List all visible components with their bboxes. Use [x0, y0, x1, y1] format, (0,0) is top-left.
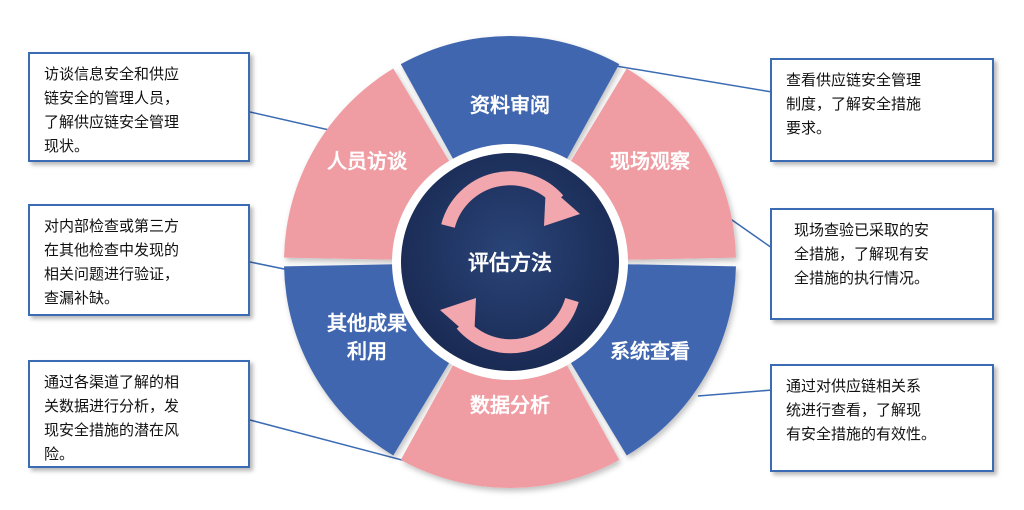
- note-document-review: 查看供应链安全管理 制度，了解安全措施 要求。: [770, 58, 994, 162]
- cycle-arrow-bottom-icon: [456, 297, 579, 354]
- note-line: 通过对供应链相关系: [786, 377, 922, 395]
- note-line: 查漏补缺。: [44, 289, 120, 307]
- note-line: 要求。: [786, 119, 832, 137]
- note-line: 现状。: [44, 137, 90, 155]
- note-line: 制度，了解安全措施: [786, 95, 922, 113]
- connector-people: [249, 111, 339, 133]
- note-line: 相关问题进行验证，: [44, 265, 180, 283]
- note-line: 在其他检查中发现的: [44, 241, 180, 259]
- note-line: 查看供应链安全管理: [786, 71, 922, 89]
- segment-label-data: 数据分析: [470, 393, 550, 417]
- note-line: 现场查验已采取的安: [794, 221, 930, 239]
- cycle-arrows: [440, 171, 580, 354]
- segment-label-line: 其他成果: [327, 311, 407, 335]
- note-line: 险。: [44, 445, 75, 463]
- note-line: 统进行查看，了解现: [786, 401, 922, 419]
- cycle-arrowhead-bottom-icon: [440, 298, 476, 340]
- note-line: 有安全措施的有效性。: [786, 425, 937, 443]
- note-line: 全措施，了解现有安: [794, 245, 930, 263]
- segment-label-observe: 现场观察: [610, 149, 691, 173]
- segment-label-other: 其他成果利用: [327, 311, 407, 363]
- note-line: 关数据进行分析，发: [44, 397, 180, 415]
- note-line: 访谈信息安全和供应: [44, 65, 180, 83]
- segment-label-docs: 资料审阅: [470, 93, 550, 117]
- note-line: 通过各渠道了解的相: [44, 373, 180, 391]
- note-other-results: 对内部检查或第三方 在其他检查中发现的 相关问题进行验证， 查漏补缺。: [28, 204, 250, 316]
- cycle-arrowhead-top-icon: [544, 184, 580, 226]
- note-line: 全措施的执行情况。: [794, 269, 930, 287]
- note-line: 了解供应链安全管理: [44, 113, 180, 131]
- connector-system: [697, 389, 773, 397]
- note-line: 对内部检查或第三方: [44, 217, 180, 235]
- note-line: 现安全措施的潜在风: [44, 421, 180, 439]
- center-label: 评估方法: [468, 251, 552, 275]
- note-system-check: 通过对供应链相关系 统进行查看，了解现 有安全措施的有效性。: [770, 364, 994, 472]
- note-data-analysis: 通过各渠道了解的相 关数据进行分析，发 现安全措施的潜在风 险。: [28, 360, 250, 468]
- note-site-observation: 现场查验已采取的安 全措施，了解现有安 全措施的执行情况。: [770, 208, 994, 320]
- note-people-interview: 访谈信息安全和供应 链安全的管理人员， 了解供应链安全管理 现状。: [28, 52, 250, 162]
- segment-label-system: 系统查看: [610, 339, 690, 363]
- segment-label-people: 人员访谈: [327, 149, 408, 173]
- cycle-arrow-top-icon: [441, 171, 564, 228]
- segment-label-line: 利用: [347, 339, 387, 363]
- note-line: 链安全的管理人员，: [44, 89, 180, 107]
